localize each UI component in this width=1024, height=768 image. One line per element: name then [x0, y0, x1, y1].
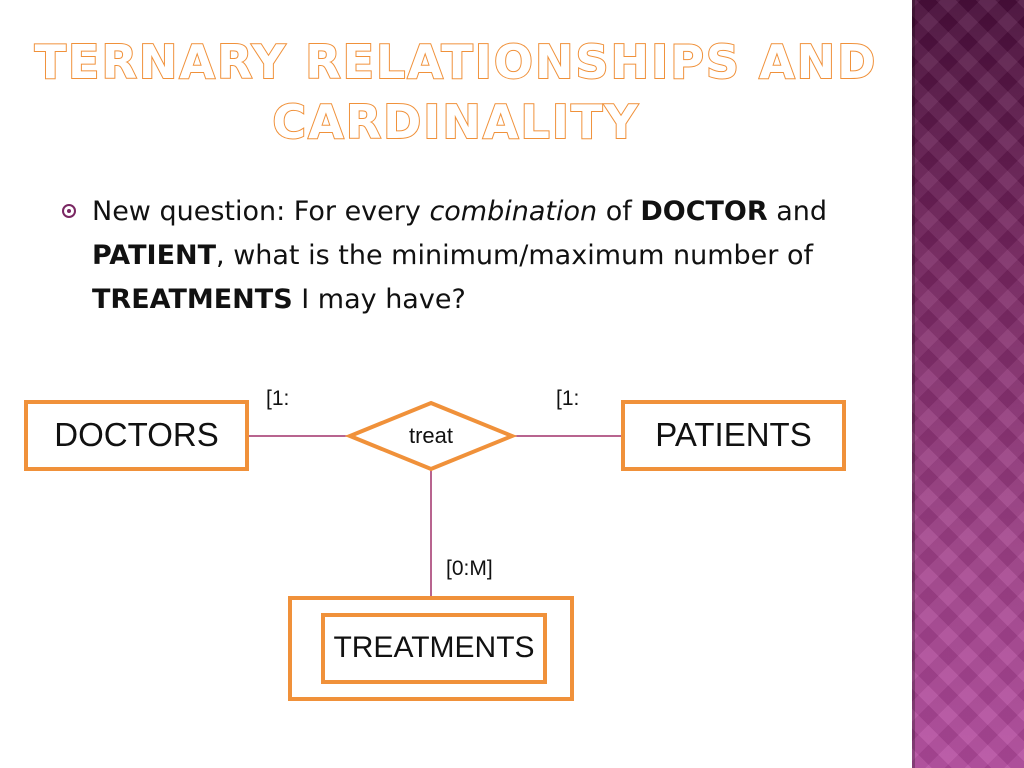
doctors-entity-box — [24, 400, 249, 471]
patients-entity-label: PATIENTS — [655, 416, 812, 453]
treat-relationship-label: treat — [408, 423, 454, 448]
bullet-run-emphasis: combination — [429, 196, 598, 227]
side-band-texture — [912, 0, 1024, 768]
bullet-run: and — [767, 196, 828, 227]
side-band-edge — [912, 0, 915, 768]
doctors-entity-label: DOCTORS — [54, 416, 219, 453]
doctors-cardinality-label: [1: — [266, 387, 290, 410]
bullet-run-bold: PATIENT — [92, 240, 217, 271]
bullet-run: , what is the minimum/maximum number of — [216, 240, 813, 271]
circle-bullet-icon — [62, 204, 76, 218]
decorative-side-band — [912, 0, 1024, 768]
bullet-run: I may have? — [292, 284, 466, 315]
slide-title: TERNARY RELATIONSHIPS AND CARDINALITY — [30, 32, 882, 152]
patients-cardinality-label: [1: — [556, 387, 580, 410]
bullet-run-bold: TREATMENTS — [92, 284, 293, 315]
treatments-cardinality-label: [0:M] — [446, 557, 493, 580]
title-line-2: CARDINALITY — [271, 94, 640, 150]
bullet-text: New question: For every combination of D… — [92, 190, 857, 322]
treatments-entity-inner-box — [321, 613, 547, 684]
bullet-run: New question: For every — [92, 196, 430, 227]
treatments-entity-label: TREATMENTS — [333, 631, 535, 664]
bullet-run-bold: DOCTOR — [640, 196, 768, 227]
bullet-run: of — [597, 196, 641, 227]
title-line-1: TERNARY RELATIONSHIPS AND — [34, 34, 878, 90]
patients-entity-box — [621, 400, 846, 471]
er-diagram — [24, 400, 846, 701]
treat-relationship-diamond — [344, 400, 518, 472]
slide: TERNARY RELATIONSHIPS AND CARDINALITY Ne… — [24, 32, 882, 701]
